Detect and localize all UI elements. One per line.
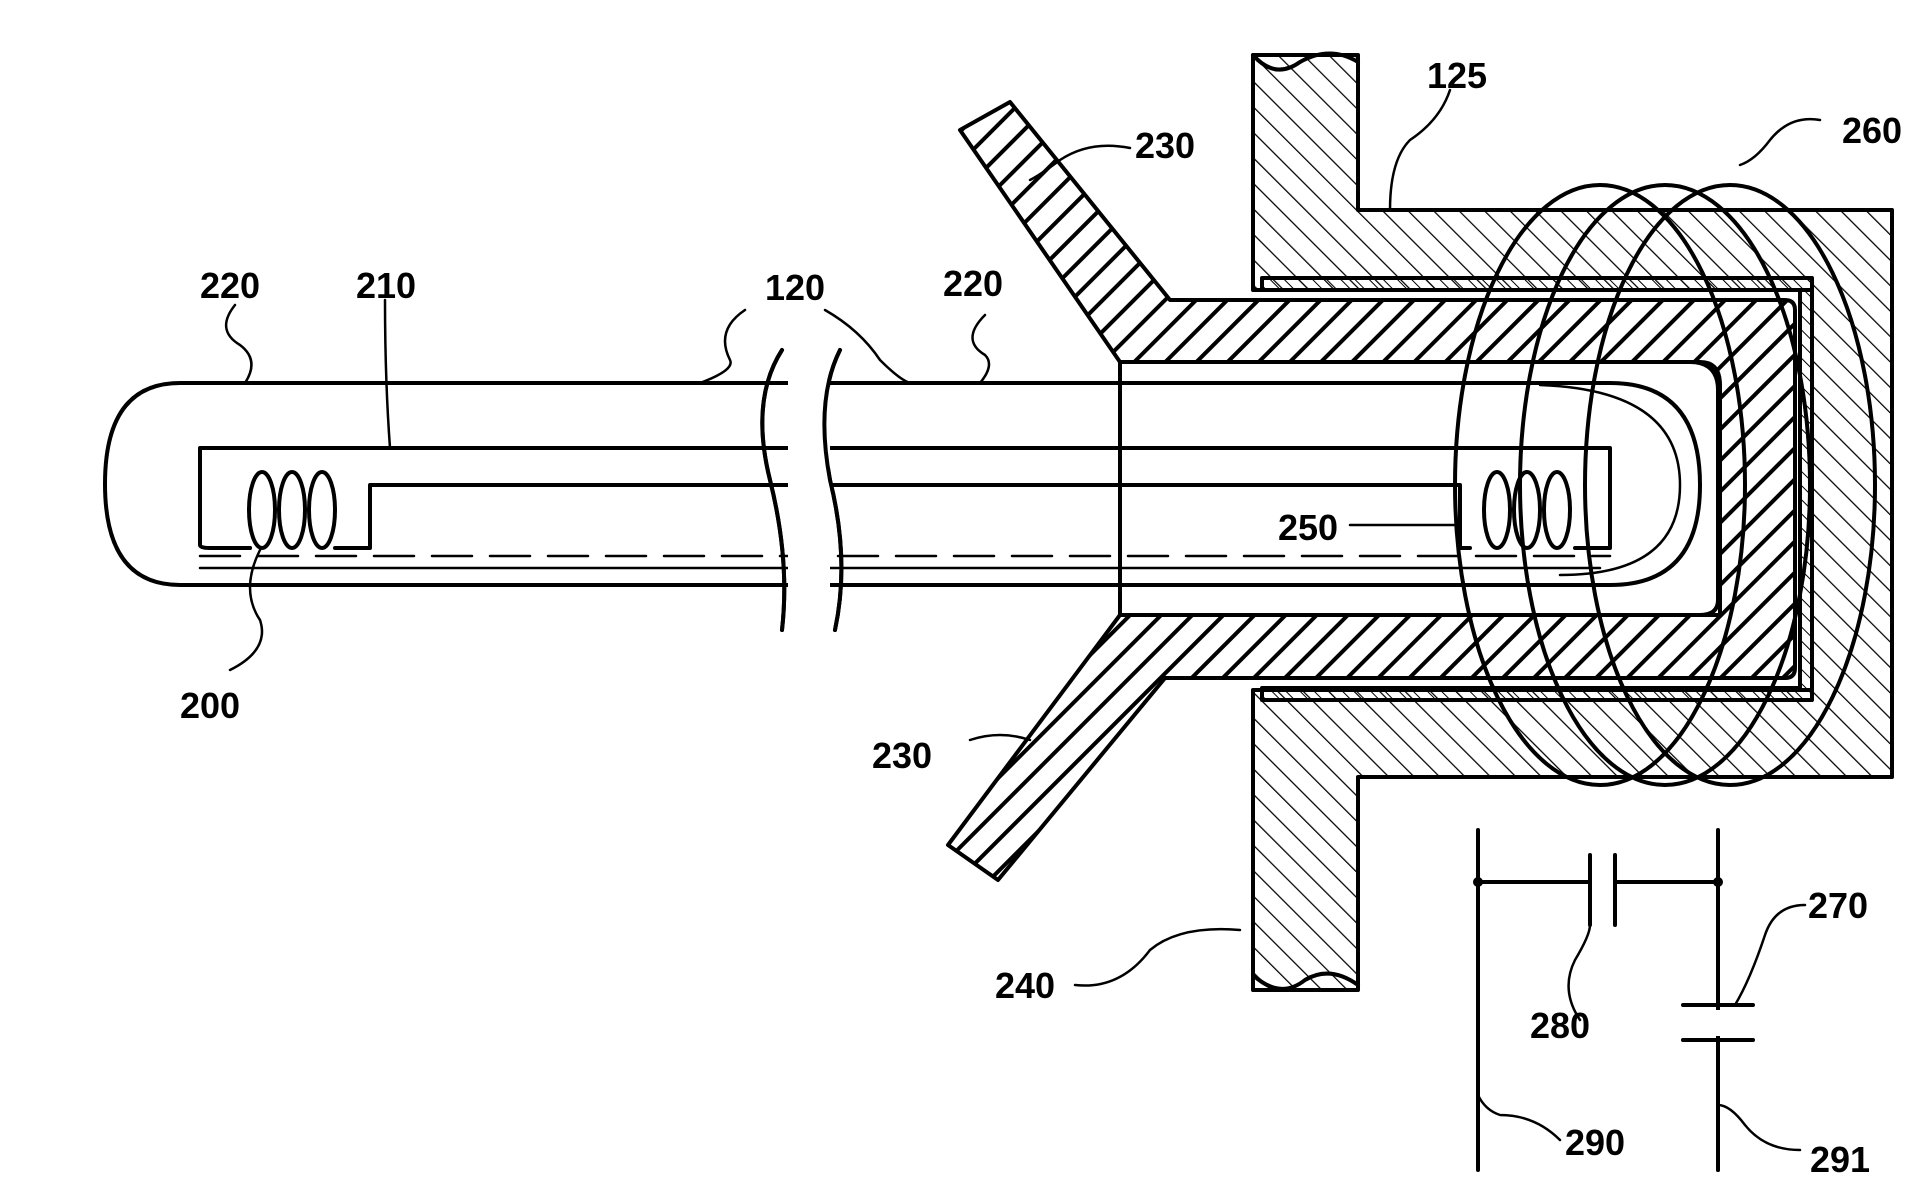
label-230-top: 230 bbox=[1135, 125, 1195, 166]
label-260: 260 bbox=[1842, 110, 1902, 151]
label-270: 270 bbox=[1808, 885, 1868, 926]
label-220-right: 220 bbox=[943, 263, 1003, 304]
label-250: 250 bbox=[1278, 507, 1338, 548]
label-291: 291 bbox=[1810, 1139, 1870, 1180]
label-290: 290 bbox=[1565, 1122, 1625, 1163]
label-125: 125 bbox=[1427, 55, 1487, 96]
label-210: 210 bbox=[356, 265, 416, 306]
label-280: 280 bbox=[1530, 1005, 1590, 1046]
label-230-bottom: 230 bbox=[872, 735, 932, 776]
filament-200 bbox=[210, 472, 355, 548]
label-240: 240 bbox=[995, 965, 1055, 1006]
label-120: 120 bbox=[765, 267, 825, 308]
circuit bbox=[1473, 830, 1753, 1170]
seal-inner-cavity bbox=[1120, 362, 1718, 615]
label-200: 200 bbox=[180, 685, 240, 726]
label-220-left: 220 bbox=[200, 265, 260, 306]
